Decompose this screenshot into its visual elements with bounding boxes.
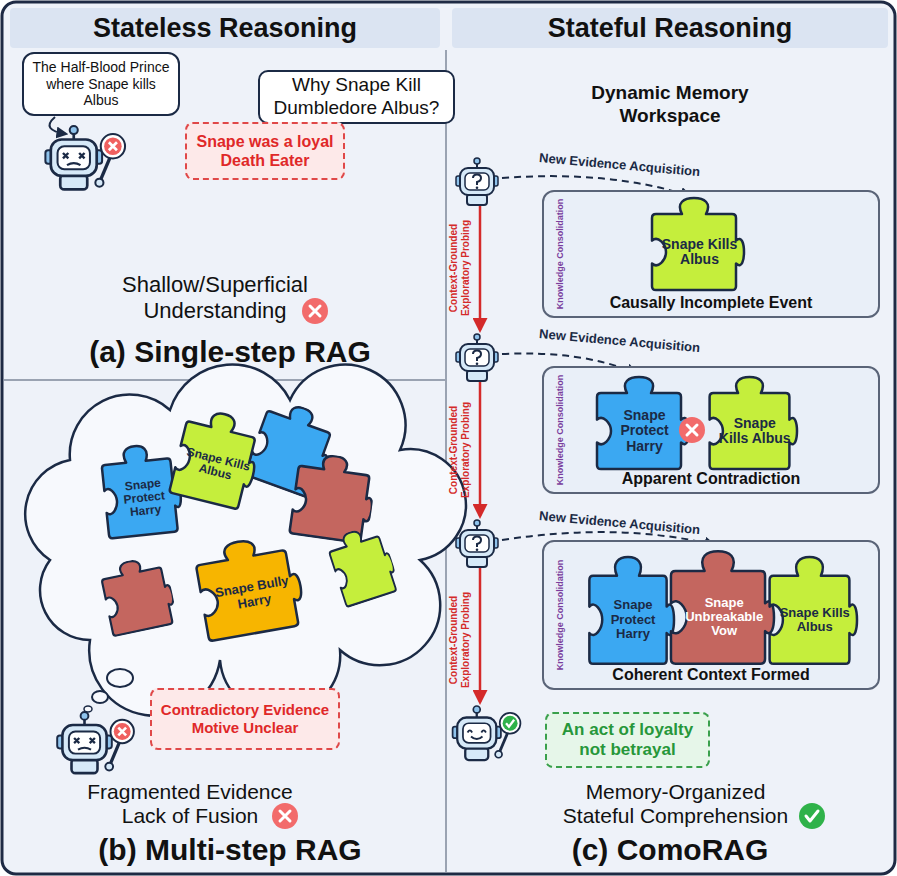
consolidation-label: Knowledge Consolidation: [556, 196, 566, 312]
memory-workspace: Knowledge ConsolidationApparent Contradi…: [542, 366, 880, 494]
puzzle-piece: Snape Bully Harry: [184, 531, 307, 644]
memory-workspace: Knowledge ConsolidationCoherent Context …: [542, 540, 880, 690]
panel-title: (c) ComoRAG: [460, 832, 880, 868]
node-text: The Half-Blood Prince where Snape kills …: [28, 59, 174, 109]
piece-text: Snape Kills Albus: [718, 394, 791, 468]
probe-label: Context-Grounded Exploratory Probing: [448, 580, 471, 700]
puzzle-piece: Snape Protect Harry: [582, 556, 674, 666]
consolidation-label: Knowledge Consolidation: [556, 546, 566, 684]
node-text: Stateful Reasoning: [548, 13, 793, 44]
puzzle-piece: Snape Kills Albus: [702, 376, 797, 471]
probe-label: Context-Grounded Exploratory Probing: [448, 208, 471, 328]
consolidation-label: Knowledge Consolidation: [556, 372, 566, 488]
node-text: Stateless Reasoning: [93, 13, 357, 44]
wrong-answer-box: Contradictory Evidence Motive Unclear: [150, 688, 340, 750]
node-text: Why Snape Kill Dumbledore Albus?: [264, 74, 449, 120]
piece-text: Snape Protect Harry: [109, 459, 179, 537]
panel-title: (b) Multi-step RAG: [20, 832, 440, 868]
section-header: Stateful Reasoning: [452, 8, 888, 48]
outcome-text: Memory-Organized Stateful Comprehension: [553, 780, 798, 828]
piece-text: Snape Unbreakable Vow: [681, 572, 767, 663]
probe-label: Context-Grounded Exploratory Probing: [448, 390, 471, 510]
wrong-answer-box: Snape was a loyal Death Eater: [185, 122, 345, 180]
puzzle-piece: Snape Kills Albus: [762, 556, 857, 666]
puzzle-piece: Snape Unbreakable Vow: [662, 550, 774, 666]
panel-title: (a) Single-step RAG: [20, 334, 440, 370]
section-header: Stateless Reasoning: [10, 8, 440, 48]
query-bubble: The Half-Blood Prince where Snape kills …: [22, 52, 180, 116]
piece-text: Snape Bully Harry: [206, 550, 301, 638]
memory-caption: Apparent Contradiction: [544, 470, 878, 488]
piece-text: Snape Protect Harry: [598, 577, 669, 663]
memory-caption: Causally Incomplete Event: [544, 294, 878, 312]
puzzle-piece: Snape Kills Albus: [644, 197, 744, 292]
question-box: Why Snape Kill Dumbledore Albus?: [258, 70, 455, 124]
piece-text: Snape Kills Albus: [661, 215, 738, 289]
node-text: Snape was a loyal Death Eater: [191, 132, 339, 170]
node-text: An act of loyalty not betrayal: [551, 720, 704, 761]
piece-text: Snape Protect Harry: [606, 394, 683, 468]
piece-text: Snape Kills Albus: [778, 577, 851, 663]
memory-caption: Coherent Context Formed: [544, 666, 878, 684]
memory-workspace: Knowledge ConsolidationCausally Incomple…: [542, 190, 880, 318]
puzzle-piece: Snape Protect Harry: [589, 376, 689, 471]
outcome-text: Fragmented Evidence Lack of Fusion: [75, 780, 305, 828]
workspace-title: Dynamic Memory Workspace: [580, 82, 760, 128]
correct-answer-box: An act of loyalty not betrayal: [545, 712, 710, 768]
node-text: Contradictory Evidence Motive Unclear: [156, 701, 334, 737]
outcome-text: Shallow/Superficial Understanding: [85, 272, 345, 325]
